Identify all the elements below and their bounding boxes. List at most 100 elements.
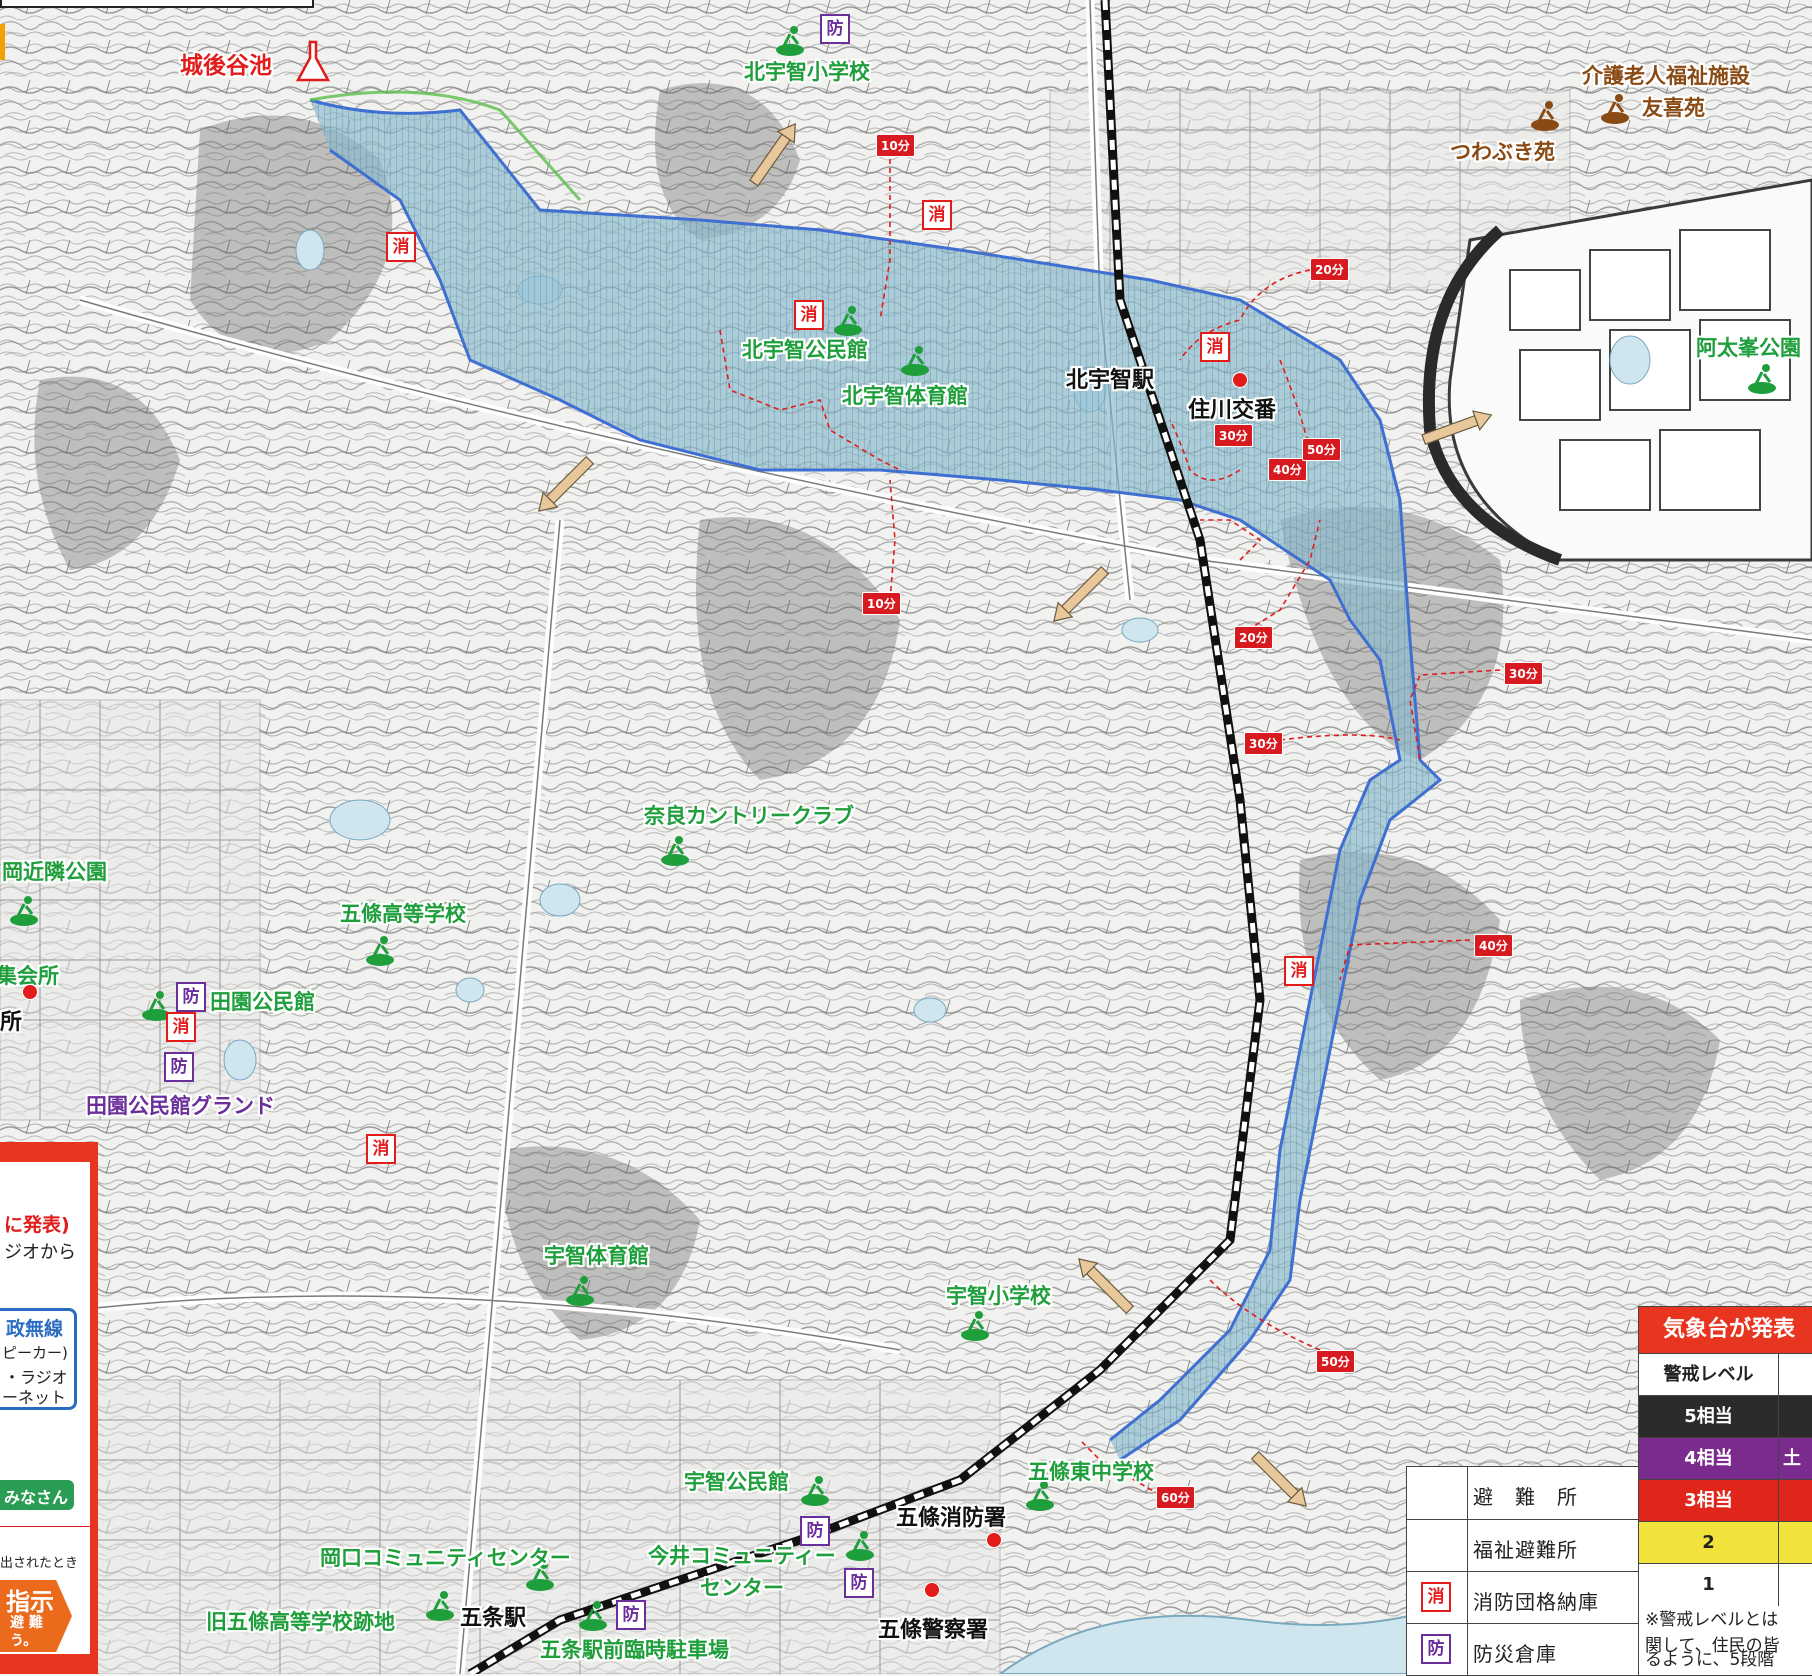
evac-arrow: [1421, 410, 1493, 446]
shelter-icon: [366, 936, 394, 966]
warning-row-4: 4相当 土: [1639, 1437, 1812, 1480]
panel-line: う。: [10, 1633, 38, 1649]
label-center: センター: [700, 1576, 784, 1600]
label-gojo-high: 五條高等学校: [340, 902, 466, 926]
label-uchi-gym: 宇智体育館: [544, 1244, 649, 1268]
warning-level: 4相当: [1639, 1438, 1779, 1480]
panel-line: ジオから: [4, 1242, 76, 1263]
warning-note-3: るように、5段階: [1645, 1650, 1775, 1670]
label-gojo-station: 五条駅: [460, 1606, 527, 1631]
legend-storage-label: 防災倉庫: [1473, 1642, 1557, 1666]
label-kaigo-facility: 介護老人福祉施設: [1582, 64, 1750, 88]
label-imai-cc: 今井コミュニティー: [648, 1544, 836, 1568]
time-label: 40分: [1474, 934, 1513, 957]
reservoir-icon: [295, 40, 331, 82]
legend-fire-label: 消防団格納庫: [1473, 1590, 1599, 1614]
legend-row-shelter: 避 難 所: [1407, 1467, 1639, 1519]
fire-storage-marker: 消: [166, 1012, 196, 1042]
label-gojo-east-jhs: 五條東中学校: [1028, 1460, 1154, 1484]
label-gojo-police: 五條警察署: [878, 1618, 989, 1643]
panel-line: ピーカー): [2, 1344, 68, 1362]
label-oka-park: 岡近隣公園: [2, 860, 107, 884]
warning-extra: [1779, 1564, 1812, 1606]
label-tsuwabuki: つわぶき苑: [1450, 140, 1555, 164]
welfare-shelter-icon: [1601, 94, 1629, 124]
time-label: 50分: [1302, 438, 1341, 461]
legend-row-welfare: 福祉避難所: [1407, 1519, 1639, 1572]
police-dot: [924, 1582, 940, 1598]
label-kita-uchi-gym: 北宇智体育館: [842, 384, 968, 408]
panel-line: ーネット: [2, 1388, 67, 1407]
label-uchi-hall: 宇智公民館: [684, 1470, 789, 1494]
time-label: 10分: [876, 134, 915, 157]
flood-zone: [310, 100, 1440, 1460]
warning-row-5: 5相当: [1639, 1395, 1812, 1438]
panel-line: 政無線: [6, 1318, 64, 1340]
fire-storage-marker: 消: [794, 300, 824, 330]
map-legend: 避 難 所 福祉避難所 消 消防団格納庫 防 防災倉庫: [1406, 1466, 1640, 1676]
disaster-storage-marker: 防: [844, 1568, 874, 1598]
warning-note-1: ※警戒レベルとは: [1645, 1610, 1779, 1630]
label-uchi-school: 宇智小学校: [946, 1284, 1051, 1308]
warning-level: 5相当: [1639, 1396, 1779, 1438]
time-label: 10分: [862, 592, 901, 615]
warning-extra: [1779, 1480, 1812, 1522]
panel-line: みなさん: [4, 1488, 69, 1507]
shelter-icon: [566, 1276, 594, 1306]
panel-line: 指示: [6, 1588, 54, 1616]
shelter-icon: [661, 836, 689, 866]
label-nara-cc: 奈良カントリークラブ: [644, 804, 854, 828]
fire-station-dot: [986, 1532, 1002, 1548]
label-okaguchi-cc: 岡口コミュニティセンター: [320, 1546, 571, 1570]
label-sumikawa-koban: 住川交番: [1188, 398, 1277, 423]
label-kita-uchi-station: 北宇智駅: [1066, 368, 1155, 393]
disaster-storage-marker: 防: [164, 1052, 194, 1082]
warning-note-2: 関して、住民の皆: [1645, 1636, 1780, 1656]
time-label: 20分: [1310, 258, 1349, 281]
time-label: 20分: [1234, 626, 1273, 649]
badge-fragment: [0, 24, 5, 60]
panel-line: ・ラジオ: [4, 1368, 68, 1387]
warning-row-2: 2: [1639, 1521, 1812, 1564]
shelter-icon: [801, 1476, 829, 1506]
info-panel-left: に発表) ジオから 政無線 ピーカー) ・ラジオ ーネット みなさん 出されたと…: [0, 1142, 98, 1674]
label-gojo-station-parking: 五条駅前臨時駐車場: [540, 1638, 729, 1662]
shelter-icon: [834, 306, 862, 336]
warning-row-1: 1: [1639, 1563, 1812, 1606]
fire-storage-marker: 消: [922, 200, 952, 230]
shelter-icon: [776, 26, 804, 56]
shelter-icon: [846, 1531, 874, 1561]
panel-line: 避 難: [10, 1615, 43, 1631]
time-label: 40分: [1268, 458, 1307, 481]
warning-extra: [1779, 1396, 1812, 1438]
label-ikeyama: 城後谷池: [180, 53, 272, 79]
shelter-icon: [10, 896, 38, 926]
legend-shelter-label: 避 難 所: [1473, 1485, 1578, 1509]
label-kita-uchi-hall: 北宇智公民館: [742, 338, 868, 362]
time-label: 50分: [1316, 1350, 1355, 1373]
label-sho: 所: [0, 1010, 23, 1035]
shelter-icon: [961, 1311, 989, 1341]
evac-arrow: [749, 123, 796, 187]
shelter-icon: [901, 346, 929, 376]
warning-level: 3相当: [1639, 1480, 1779, 1522]
evac-arrow: [1078, 1258, 1135, 1315]
legend-welfare-label: 福祉避難所: [1473, 1538, 1578, 1562]
warning-level-table: 気象台が発表 警戒レベル 5相当 4相当 土 3相当 2 1 ※警戒レベルとは …: [1638, 1306, 1812, 1676]
warning-table-header: 気象台が発表: [1639, 1307, 1812, 1353]
disaster-storage-marker: 防: [820, 14, 850, 44]
evac-arrow: [1250, 1450, 1307, 1507]
legend-fire-icon: 消: [1421, 1582, 1451, 1612]
time-label: 60分: [1156, 1486, 1195, 1509]
evac-arrow: [1053, 565, 1110, 622]
panel-line: 出されたとき: [0, 1556, 79, 1571]
warning-level: 1: [1639, 1564, 1779, 1606]
label-gojo-fire: 五條消防署: [896, 1506, 1007, 1531]
warning-row-3: 3相当: [1639, 1479, 1812, 1522]
warning-extra: [1779, 1522, 1812, 1564]
warning-col-header-row: 警戒レベル: [1639, 1353, 1812, 1396]
label-denen-ground: 田園公民館グランド: [86, 1094, 275, 1118]
label-kita-uchi-school: 北宇智小学校: [744, 60, 870, 84]
shelter-icon: [142, 991, 170, 1021]
shelter-icon: [1026, 1481, 1054, 1511]
